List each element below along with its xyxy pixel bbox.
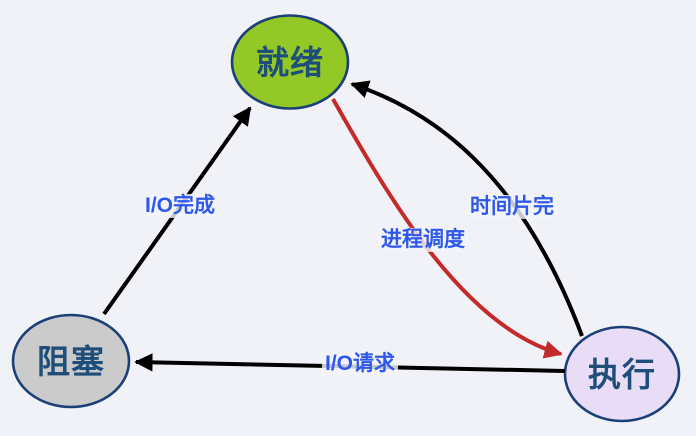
edge-time-slice-expired-arrow [350, 80, 584, 337]
node-running-ellipse [563, 325, 681, 423]
node-label-running: 执行 [588, 356, 656, 394]
node-ready-ellipse [230, 14, 350, 110]
edge-label-process-scheduling: 进程调度 [378, 227, 468, 253]
node-label-ready: 就绪 [256, 44, 324, 82]
edge-process-scheduling-arrow [331, 98, 563, 359]
node-blocked-ellipse [11, 313, 131, 409]
edge-label-io-request: I/O请求 [321, 351, 399, 377]
edge-label-time-slice-expired: 时间片完 [467, 194, 557, 220]
node-label-blocked: 阻塞 [37, 343, 105, 381]
edge-label-io-complete: I/O完成 [141, 193, 219, 219]
